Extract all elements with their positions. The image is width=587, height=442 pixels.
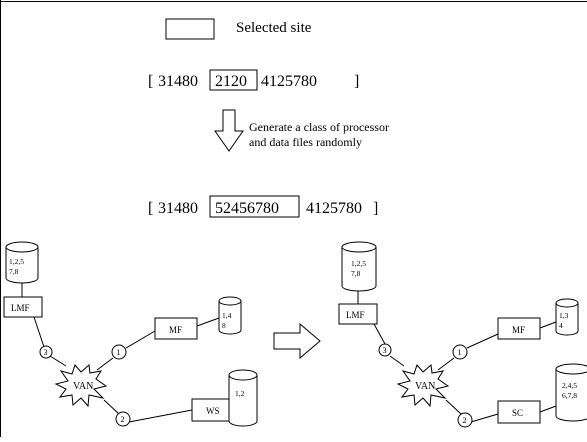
mf-label: MF: [169, 325, 182, 335]
van-hub-icon-after: [396, 364, 450, 408]
down-arrow-icon: [214, 109, 244, 152]
mf-files-line1-after: 1,3: [559, 311, 569, 320]
ws-database-icon: [228, 369, 258, 427]
link1-label-after: 1: [458, 348, 462, 357]
array-after-selected: 52456780: [215, 200, 279, 217]
array-before: [ 31480 2120 4125780 ]: [148, 69, 359, 91]
mf-node-after: [497, 317, 541, 340]
legend-box: [165, 18, 215, 40]
mf-database-icon: [218, 296, 242, 335]
sc-files-line1-after: 2,4,5: [562, 381, 577, 390]
mf-db-line-after: [539, 321, 557, 329]
link1-circle: [111, 344, 127, 360]
mf-database-icon-after: [555, 298, 579, 336]
link2-label: 2: [121, 415, 125, 424]
array-before-right: 4125780: [261, 73, 317, 90]
mf-files-line1: 1,4: [222, 311, 232, 320]
network-before: 1,2,5 7,8 LMF 3 VAN 1 MF 1,4 8 2 WS: [3, 241, 258, 427]
array-after-left: 31480: [158, 200, 198, 217]
lmf-label-after: LMF: [346, 310, 365, 320]
sc-db-line-after: [539, 405, 557, 413]
array-after-close: ]: [373, 200, 378, 217]
array-after: [ 31480 52456780 4125780 ]: [148, 195, 378, 218]
lmf-van-line-after: [389, 355, 405, 367]
link2-circle-after: [457, 412, 473, 428]
van-link1-line-after: [437, 357, 455, 371]
lmf-database-icon: [5, 241, 39, 284]
lmf-van-line: [49, 355, 67, 367]
link2-circle: [115, 411, 131, 427]
lmf-files-line1: 1,2,5: [9, 257, 24, 266]
array-before-open: [: [148, 73, 153, 90]
lmf-node: [3, 296, 43, 318]
array-after-open: [: [148, 200, 153, 217]
array-before-selected: 2120: [215, 73, 247, 90]
mf-db-line: [196, 317, 220, 327]
array-after-right: 4125780: [306, 200, 362, 217]
lmf-node-after: [338, 303, 378, 325]
array-before-close: ]: [354, 73, 359, 90]
lmf-files-line1-after: 1,2,5: [351, 259, 366, 268]
arrow-note-line1: Generate a class of processor: [249, 120, 389, 134]
link1-mf-line-after: [466, 333, 499, 349]
van-link2-line: [103, 399, 120, 415]
mf-files-line2-after: 4: [559, 321, 563, 330]
arrow-note-line2: and data files randomly: [249, 135, 362, 149]
lmf-database-icon-after: [341, 241, 377, 292]
van-link1-line: [96, 357, 114, 371]
link1-mf-line: [125, 330, 156, 349]
array-before-selected-box: [209, 69, 258, 91]
van-label: VAN: [73, 381, 93, 392]
array-before-left: 31480: [158, 73, 198, 90]
mf-label-after: MF: [512, 325, 525, 335]
lmf-link-line-after: [373, 323, 386, 345]
array-after-selected-box: [209, 195, 300, 218]
lmf-files-line2: 7,8: [9, 267, 19, 276]
link2-ws-line: [128, 409, 193, 423]
van-hub-icon: [54, 364, 108, 408]
van-link2-line-after: [445, 399, 462, 415]
link3-label: 3: [44, 348, 48, 357]
ws-files-line1: 1,2: [235, 389, 245, 398]
link2-label-after: 2: [463, 416, 467, 425]
link1-circle-after: [452, 344, 468, 360]
mf-files-line2: 8: [222, 321, 226, 330]
mf-node: [154, 317, 198, 340]
lmf-link-line: [33, 316, 45, 348]
sc-files-line2-after: 6,7,8: [562, 391, 577, 400]
ws-label: WS: [206, 406, 220, 416]
sc-node-after: [497, 400, 541, 424]
sc-label-after: SC: [512, 408, 523, 418]
sc-database-icon-after: [555, 363, 587, 422]
lmf-files-line2-after: 7,8: [351, 269, 361, 278]
link3-label-after: 3: [383, 346, 387, 355]
link3-circle: [39, 345, 53, 359]
link1-label: 1: [117, 348, 121, 357]
link3-circle-after: [378, 343, 392, 357]
link2-sc-line-after: [470, 413, 499, 423]
lmf-label: LMF: [11, 303, 30, 313]
network-after: 1,2,5 7,8 LMF 3 VAN 1 MF 1,3 4 2 SC: [338, 241, 587, 428]
van-label-after: VAN: [415, 381, 435, 392]
legend-label: Selected site: [236, 20, 312, 36]
right-arrow-icon: [273, 322, 321, 360]
